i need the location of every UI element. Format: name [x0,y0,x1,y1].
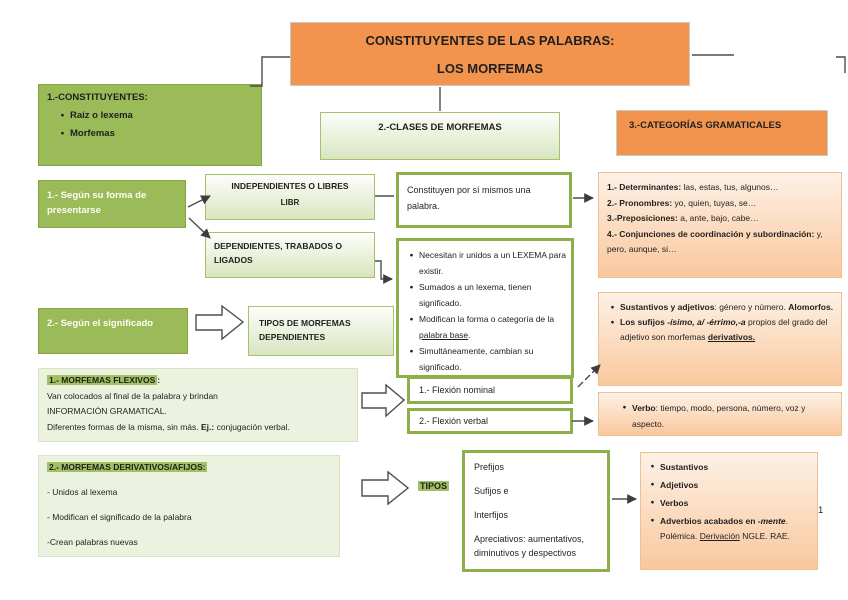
title-line-1: CONSTITUYENTES DE LAS PALABRAS: [365,33,615,48]
flexivos-line: INFORMACIÓN GRAMATICAL. [47,406,167,416]
afijo-type: Sufijos e [474,486,509,496]
connector-dependientes-to-bullets [375,260,393,284]
constituyentes-item: Morfemas [70,128,115,139]
list-item: ● Verbos [645,496,813,511]
independientes-subtitle: LIBR [280,198,300,207]
tipos-label: TIPOS [418,481,450,491]
derivativos-line: -Crean palabras nuevas [47,537,138,547]
bullet-icon: ● [610,319,615,326]
bullet-icon: ● [409,316,414,323]
bullet-icon: ● [60,112,65,119]
tipos-morfemas-label: TIPOS DE MORFEMAS DEPENDIENTES [259,318,351,342]
bullet-icon: ● [650,499,655,506]
dependientes-title: DEPENDIENTES, TRABADOS O LIGADOS [214,241,342,265]
categorias-gramaticales-box: 3.-CATEGORÍAS GRAMATICALES [616,110,828,156]
bullet-icon: ● [409,284,414,291]
grammar-item: 1.- Determinantes: las, estas, tus, algu… [607,182,779,192]
bullet-icon: ● [650,517,655,524]
grammar-item: 3.-Preposiciones: a, ante, bajo, cabe… [607,213,759,223]
list-item: ● Sumados a un lexema, tienen significad… [404,280,566,311]
afijo-type: Interfijos [474,510,509,520]
dependientes-box: DEPENDIENTES, TRABADOS O LIGADOS [205,232,375,278]
tipos-morfemas-dependientes-box: TIPOS DE MORFEMAS DEPENDIENTES [248,306,394,356]
afijos-tipos-box: Prefijos Sufijos e Interfijos Apreciativ… [462,450,610,572]
constituyen-text: Constituyen por sí mismos una palabra. [407,185,531,211]
bullet-icon: ● [622,404,627,411]
connector-top-right-corner [836,56,846,73]
constituyen-box: Constituyen por sí mismos una palabra. [396,172,572,228]
independientes-title: INDEPENDIENTES O LIBRES [231,181,349,191]
list-item: ● Necesitan ir unidos a un LEXEMA para e… [404,248,566,279]
connector-title-to-constituyentes [250,56,290,87]
categorias-derivadas-box: ● Sustantivos ● Adjetivos ● Verbos ● Adv… [640,452,818,570]
independientes-box: INDEPENDIENTES O LIBRES LIBR [205,174,375,220]
list-item: ● Morfemas [47,128,253,139]
bullet-icon: ● [409,348,414,355]
list-item: ● Verbo: tiempo, modo, persona, número, … [617,400,835,432]
forma-label: 1.- Según su forma de presentarse [47,190,147,216]
constituyentes-box: 1.-CONSTITUYENTES: ● Raíz o lexema ● Mor… [38,84,262,166]
list-item: ● Los sufijos -ísimo, a/ -érrimo,-a prop… [605,315,835,345]
list-item: ● Adverbios acabados en -mente. Polémica… [645,514,813,543]
list-item: ● Simultáneamente, cambian su significad… [404,344,566,375]
bullet-icon: ● [650,481,655,488]
arrow-nominal-to-sustadj [577,364,601,388]
list-item: ● Modifican la forma o categoría de la p… [404,312,566,343]
verbo-box: ● Verbo: tiempo, modo, persona, número, … [598,392,842,436]
grammar-item: 4.- Conjunciones de coordinación y subor… [607,228,823,255]
derivativos-heading: 2.- MORFEMAS DERIVATIVOS/AFIJOS: [47,462,208,472]
page-number: 1 [818,505,824,516]
segun-forma-box: 1.- Según su forma de presentarse [38,180,186,228]
flexion-nominal-label: 1.- Flexión nominal [419,385,496,395]
afijo-type: Apreciativos: aumentativos, diminutivos … [474,534,585,558]
list-item: ● Adjetivos [645,478,813,493]
constituyentes-item: Raíz o lexema [70,110,133,121]
morfemas-derivativos-box: 2.- MORFEMAS DERIVATIVOS/AFIJOS: - Unido… [38,455,340,557]
categorias-list-box: 1.- Determinantes: las, estas, tus, algu… [598,172,842,278]
derivativos-line: - Modifican el significado de la palabra [47,512,192,522]
segun-significado-box: 2.- Según el significado [38,308,188,354]
grammar-item: 2.- Pronombres: yo, quien, tuyas, se… [607,197,757,208]
morfemas-flexivos-box: 1.- MORFEMAS FLEXIVOS: Van colocados al … [38,368,358,442]
bullet-icon: ● [60,130,65,137]
categorias-heading: 3.-CATEGORÍAS GRAMATICALES [629,120,782,131]
bullet-icon: ● [650,463,655,470]
derivativos-line: - Unidos al lexema [47,487,118,497]
flexion-verbal-label: 2.- Flexión verbal [419,416,489,426]
list-item: ● Sustantivos [645,460,813,475]
flexivos-line: Diferentes formas de la misma, sin más. … [47,421,290,432]
clases-heading: 2.-CLASES DE MORFEMAS [378,122,502,133]
block-arrow-tipos [361,470,410,506]
flexivos-heading: 1.- MORFEMAS FLEXIVOS: [47,375,161,385]
flexion-verbal-box: 2.- Flexión verbal [407,408,573,434]
bullet-icon: ● [409,252,414,259]
sustantivos-adjetivos-box: ● Sustantivos y adjetivos: género y núme… [598,292,842,386]
title-line-2: LOS MORFEMAS [436,61,544,76]
flexivos-line: Van colocados al final de la palabra y b… [47,390,218,401]
bullet-icon: ● [610,304,615,311]
list-item: ● Sustantivos y adjetivos: género y núme… [605,300,835,315]
title-box: CONSTITUYENTES DE LAS PALABRAS: LOS MORF… [290,22,690,86]
constituyentes-heading: 1.-CONSTITUYENTES: [47,92,148,103]
dependientes-features-box: ● Necesitan ir unidos a un LEXEMA para e… [396,238,574,378]
block-arrow-flexion [361,383,406,418]
flexion-nominal-box: 1.- Flexión nominal [407,376,573,404]
block-arrow-significado [195,304,245,341]
list-item: ● Raíz o lexema [47,110,253,121]
clases-de-morfemas-box: 2.-CLASES DE MORFEMAS [320,112,560,160]
significado-label: 2.- Según el significado [47,318,154,329]
afijo-type: Prefijos [474,462,505,472]
